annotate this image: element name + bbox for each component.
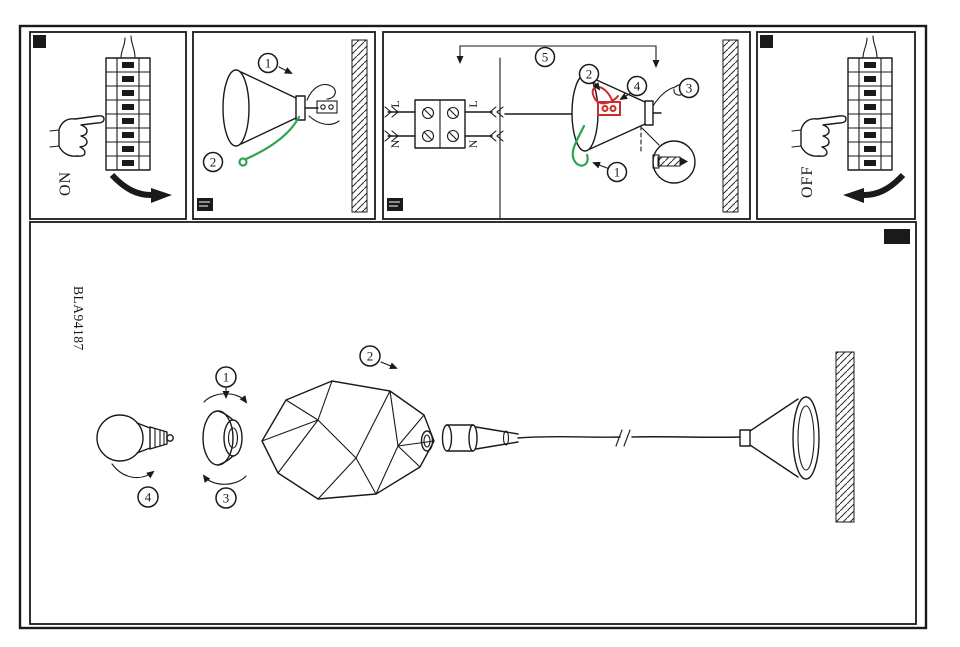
pointing-hand-icon — [791, 115, 847, 157]
live-label: L — [466, 100, 480, 107]
power-off-arrow — [843, 172, 906, 203]
lamp-socket — [441, 424, 519, 452]
step-number: 2 — [586, 67, 593, 82]
step-2-badge: 2 — [202, 151, 224, 173]
corner-mark — [33, 35, 46, 48]
panel-wiring: 5 L N L N — [382, 31, 751, 220]
main-panel-exploded-view: BLA94187 4 1 — [29, 221, 917, 625]
step-number: 2 — [367, 349, 374, 364]
corner-mark — [760, 35, 773, 48]
on-label: ON — [57, 171, 74, 196]
wall-hatch — [351, 39, 368, 213]
connector-block — [316, 100, 338, 114]
step-1-badge: 1 — [592, 161, 628, 183]
panel-canopy-hook: 1 2 — [192, 31, 376, 220]
step-4-badge: 4 — [619, 75, 648, 101]
logo-stamp — [197, 198, 213, 211]
step-2-badge: 2 — [359, 345, 398, 370]
rotation-arrow-bottom — [202, 474, 247, 485]
outer-frame — [18, 24, 928, 630]
neutral-label: N — [388, 139, 402, 148]
step-4-badge: 4 — [111, 463, 159, 508]
terminal-strip — [847, 35, 893, 171]
wall-hatch — [835, 351, 855, 523]
off-label: OFF — [799, 166, 816, 198]
step-number: 1 — [265, 56, 272, 71]
mains-wires — [306, 83, 340, 125]
cord-break — [615, 429, 631, 447]
step-3-badge: 3 — [215, 487, 237, 509]
live-label: L — [388, 100, 402, 107]
socket-ring — [202, 410, 243, 466]
step-number: 4 — [145, 490, 152, 505]
canopy-cone — [222, 69, 319, 147]
step-1-badge: 1 — [257, 52, 293, 74]
panel-power-on: ON — [29, 31, 187, 220]
power-cord — [517, 429, 741, 447]
wire-cage-shade — [261, 380, 435, 500]
wall-hatch — [722, 39, 739, 213]
step-3-badge: 3 — [678, 77, 700, 99]
step-number: 1 — [223, 370, 230, 385]
anchor-magnifier — [640, 125, 696, 184]
light-bulb — [96, 414, 174, 462]
rotation-arrow-top — [203, 393, 248, 404]
power-on-arrow — [109, 172, 172, 203]
product-code: BLA94187 — [71, 286, 86, 351]
highlighted-cable-loop — [591, 85, 621, 116]
safety-hook-wire — [238, 115, 301, 167]
panel-power-off: OFF — [756, 31, 916, 220]
logo-stamp — [387, 198, 403, 211]
corner-mark — [884, 229, 910, 244]
pointing-hand-icon — [49, 115, 105, 157]
terminal-strip — [105, 35, 151, 171]
step-number: 3 — [686, 81, 693, 96]
step-number: 3 — [223, 491, 230, 506]
terminal-connector: L N L N — [384, 99, 504, 149]
step-number: 5 — [542, 50, 549, 65]
bracket-step5: 5 — [456, 45, 660, 68]
step-1-badge: 1 — [215, 366, 237, 399]
step-number: 2 — [210, 155, 217, 170]
step-2-badge: 2 — [578, 63, 601, 91]
safety-hook-wire — [571, 124, 589, 167]
neutral-label: N — [466, 139, 480, 148]
ceiling-canopy — [739, 396, 820, 480]
step-number: 4 — [634, 79, 641, 94]
step-number: 1 — [614, 165, 621, 180]
